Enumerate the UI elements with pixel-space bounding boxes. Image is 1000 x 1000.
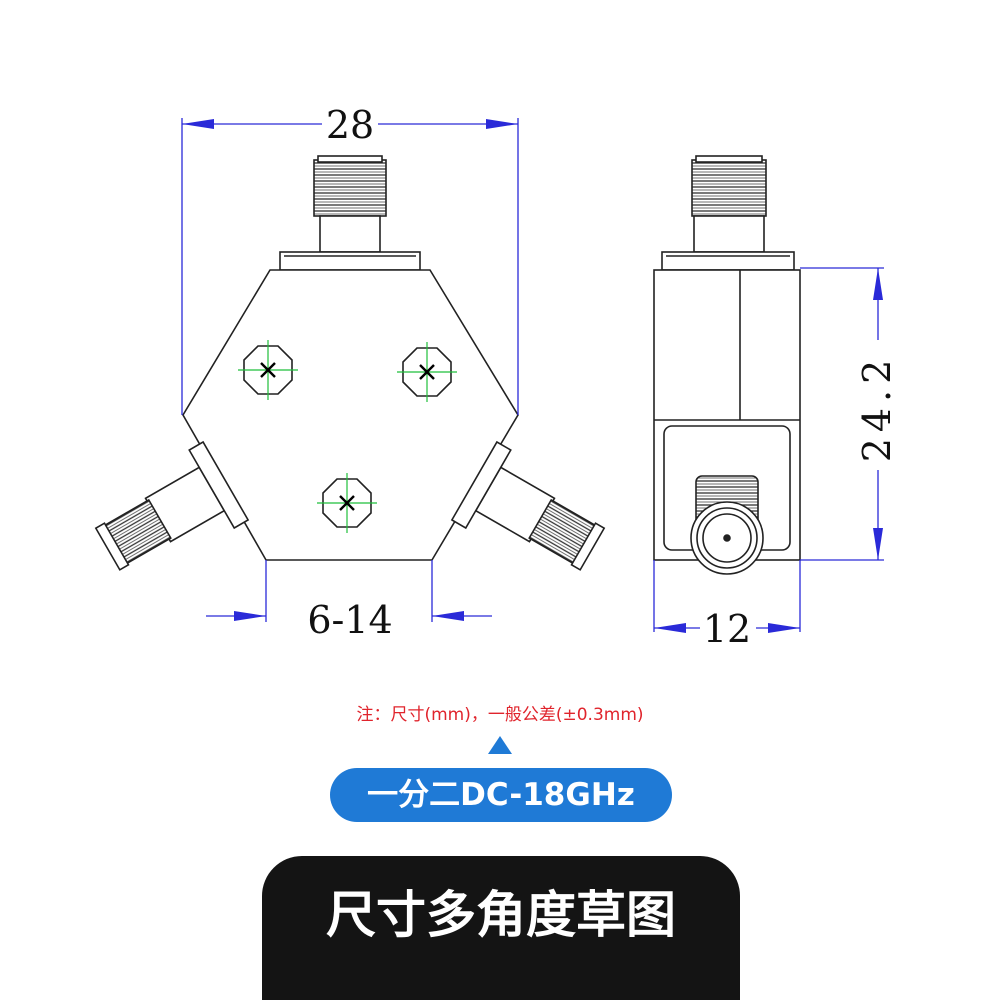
footer-title: 尺寸多角度草图 — [262, 856, 740, 1000]
technical-drawing: 28 6-14 — [94, 103, 899, 651]
dim-side-width: 12 — [703, 607, 751, 651]
front-dimensions — [181, 118, 519, 622]
side-view — [653, 155, 801, 575]
screw-markers — [238, 340, 457, 533]
side-front-connector — [690, 475, 764, 575]
side-top-connector — [661, 155, 795, 271]
dim-side-height: 24.2 — [855, 354, 899, 463]
left-sma-connector — [94, 440, 250, 571]
dim-bottom-width: 6-14 — [307, 598, 392, 642]
front-view — [94, 155, 606, 571]
right-sma-connector — [450, 440, 606, 571]
product-badge: 一分二DC-18GHz — [330, 768, 672, 822]
triangle-up-icon — [488, 736, 512, 754]
top-sma-connector — [279, 155, 421, 271]
dim-top-width: 28 — [326, 103, 374, 147]
side-dimensions — [653, 267, 884, 633]
tolerance-note: 注：尺寸(mm)，一般公差(±0.3mm) — [356, 705, 644, 725]
